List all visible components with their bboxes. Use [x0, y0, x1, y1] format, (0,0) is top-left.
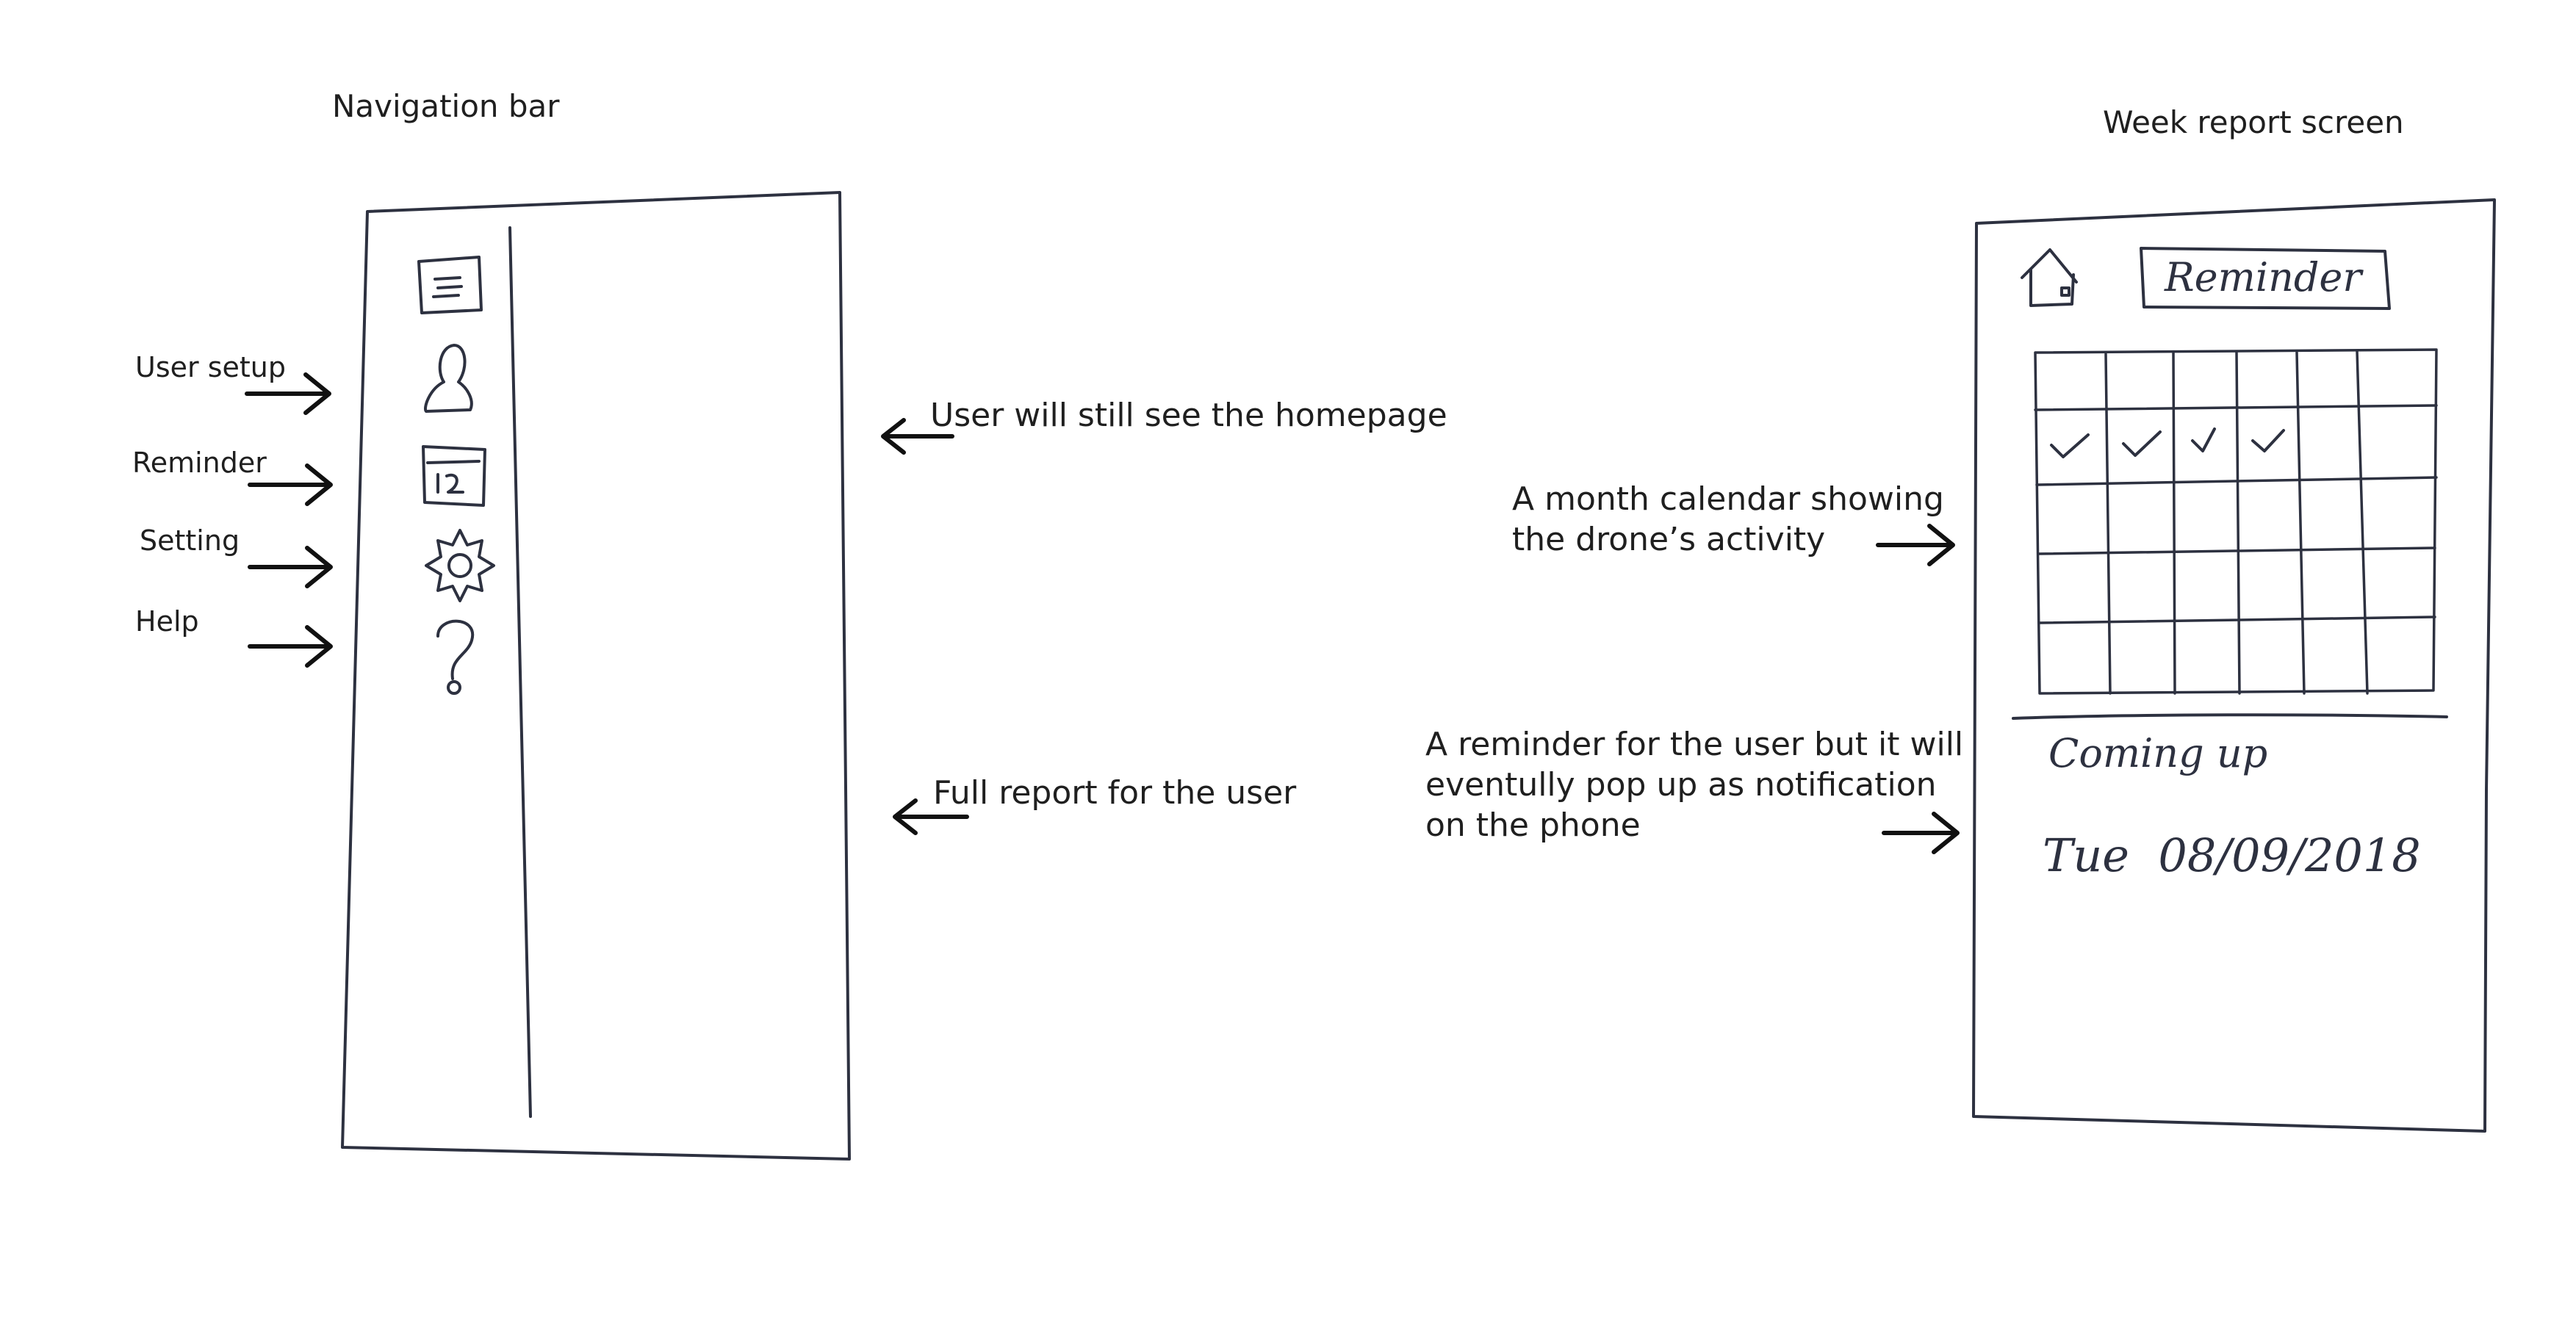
calendar-annotation-line: the drone’s activity [1512, 521, 1826, 558]
coming-up-label: Coming up [2048, 730, 2268, 776]
label-reminder: Reminder [132, 447, 267, 479]
arrow-icon [245, 372, 1960, 854]
help-icon[interactable] [436, 619, 475, 695]
label-help: Help [135, 605, 199, 638]
nav-phone-frame [341, 191, 851, 1161]
calendar-annotation-line: A month calendar showing [1512, 480, 1944, 518]
navigation-bar-title: Navigation bar [332, 88, 560, 124]
menu-icon[interactable] [417, 256, 483, 314]
next-reminder-date[interactable]: Tue 08/09/2018 [2043, 829, 2421, 882]
reminder-annotation: A reminder for the user but it will even… [1425, 724, 1963, 845]
reminder-annotation-line: on the phone [1425, 806, 1641, 844]
week-phone-frame [1972, 198, 2496, 1133]
user-icon[interactable] [424, 344, 473, 413]
gear-icon[interactable] [425, 529, 495, 602]
checkmark-icon [2050, 427, 2285, 458]
reminder-annotation-line: A reminder for the user but it will [1425, 726, 1964, 763]
reminder-annotation-line: eventully pop up as notification [1425, 766, 1937, 804]
coming-up-divider [2012, 713, 2448, 720]
label-user-setup: User setup [135, 351, 286, 383]
reminder-button-frame [2140, 247, 2391, 310]
calendar-annotation: A month calendar showing the drone’s act… [1512, 479, 1944, 560]
month-calendar-grid [2034, 348, 2438, 695]
calendar-icon[interactable] [422, 445, 486, 507]
reminder-button[interactable]: Reminder [2165, 254, 2362, 300]
report-annotation: Full report for the user [933, 774, 1297, 812]
week-report-screen-title: Week report screen [2103, 104, 2404, 140]
label-setting: Setting [140, 524, 240, 557]
homepage-annotation: User will still see the homepage [930, 397, 1447, 434]
home-icon[interactable] [2021, 248, 2078, 307]
nav-divider [508, 226, 532, 1118]
